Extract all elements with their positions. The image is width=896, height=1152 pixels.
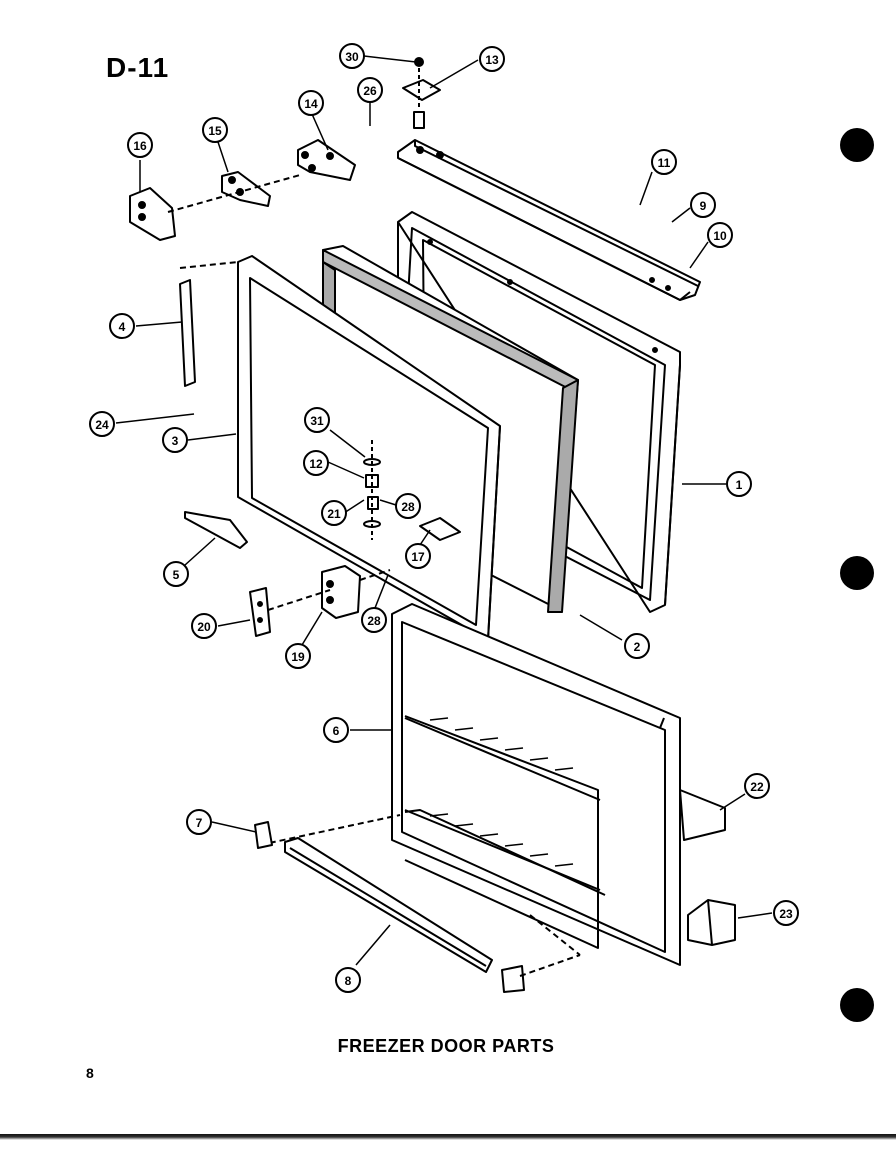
part-19-hinge-block xyxy=(321,565,361,619)
svg-text:26: 26 xyxy=(363,84,377,98)
part-10-top-channel xyxy=(397,139,701,301)
part-6-door-liner xyxy=(391,603,681,966)
binder-hole xyxy=(840,556,874,590)
part-23-cover xyxy=(687,899,736,946)
callout-16: 16 xyxy=(127,132,153,158)
svg-text:16: 16 xyxy=(133,139,147,153)
svg-text:2: 2 xyxy=(634,640,641,654)
svg-text:15: 15 xyxy=(208,124,222,138)
part-3-trim-frame xyxy=(237,255,501,641)
callout-20: 20 xyxy=(191,613,217,639)
svg-text:8: 8 xyxy=(345,974,352,988)
callout-31: 31 xyxy=(304,407,330,433)
callout-10: 10 xyxy=(707,222,733,248)
svg-text:9: 9 xyxy=(700,199,707,213)
callout-17: 17 xyxy=(405,543,431,569)
part-14-hinge-bracket xyxy=(297,139,356,181)
callout-21: 21 xyxy=(321,500,347,526)
callout-6: 6 xyxy=(323,717,349,743)
callout-13: 13 xyxy=(479,46,505,72)
part-5-lower-strip xyxy=(184,511,248,549)
callout-14: 14 xyxy=(298,90,324,116)
svg-text:20: 20 xyxy=(197,620,211,634)
svg-text:28: 28 xyxy=(401,500,415,514)
svg-text:12: 12 xyxy=(309,457,323,471)
callout-1: 1 xyxy=(726,471,752,497)
callout-24: 24 xyxy=(89,411,115,437)
small-parts-cluster xyxy=(363,440,461,541)
svg-text:19: 19 xyxy=(291,650,305,664)
part-16-hinge-plate xyxy=(129,187,176,241)
part-20-shim xyxy=(249,587,271,637)
callout-12: 12 xyxy=(303,450,329,476)
svg-text:6: 6 xyxy=(333,724,340,738)
callout-balloons: 30 13 26 14 15 16 11 9 10 4 24 3 31 12 2… xyxy=(89,43,799,993)
svg-text:10: 10 xyxy=(713,229,727,243)
callout-9: 9 xyxy=(690,192,716,218)
binder-hole xyxy=(840,128,874,162)
callout-28b: 28 xyxy=(361,607,387,633)
svg-text:7: 7 xyxy=(196,816,203,830)
svg-text:11: 11 xyxy=(658,156,671,170)
leader-lines xyxy=(115,55,773,966)
svg-text:31: 31 xyxy=(310,414,324,428)
svg-text:14: 14 xyxy=(304,97,318,111)
callout-7: 7 xyxy=(186,809,212,835)
callout-3: 3 xyxy=(162,427,188,453)
callout-11: 11 xyxy=(651,149,677,175)
svg-text:21: 21 xyxy=(327,507,341,521)
callout-15: 15 xyxy=(202,117,228,143)
scan-edge xyxy=(0,1128,896,1152)
part-8-bottom-rail xyxy=(259,814,581,993)
svg-text:28: 28 xyxy=(367,614,381,628)
callout-28: 28 xyxy=(395,493,421,519)
part-7-bracket xyxy=(254,821,273,849)
callout-22: 22 xyxy=(744,773,770,799)
part-15-hinge xyxy=(221,171,271,207)
page-number: 8 xyxy=(86,1065,94,1081)
callout-23: 23 xyxy=(773,900,799,926)
svg-text:17: 17 xyxy=(411,550,425,564)
callout-30: 30 xyxy=(339,43,365,69)
svg-text:3: 3 xyxy=(172,434,179,448)
svg-text:4: 4 xyxy=(119,320,126,334)
svg-text:5: 5 xyxy=(173,568,180,582)
callout-19: 19 xyxy=(285,643,311,669)
binder-hole xyxy=(840,988,874,1022)
svg-text:30: 30 xyxy=(345,50,359,64)
callout-8: 8 xyxy=(335,967,361,993)
callout-5: 5 xyxy=(163,561,189,587)
svg-text:23: 23 xyxy=(779,907,793,921)
svg-text:1: 1 xyxy=(736,478,743,492)
svg-text:22: 22 xyxy=(750,780,764,794)
diagram-title: D-11 xyxy=(106,52,170,83)
callout-2: 2 xyxy=(624,633,650,659)
callout-26: 26 xyxy=(357,77,383,103)
diagram-caption: FREEZER DOOR PARTS xyxy=(337,1036,555,1056)
part-13-pivot xyxy=(402,57,441,129)
part-22-wedge xyxy=(679,789,726,841)
svg-text:24: 24 xyxy=(95,418,109,432)
part-4-side-strip xyxy=(179,261,239,387)
svg-text:13: 13 xyxy=(485,53,499,67)
callout-4: 4 xyxy=(109,313,135,339)
